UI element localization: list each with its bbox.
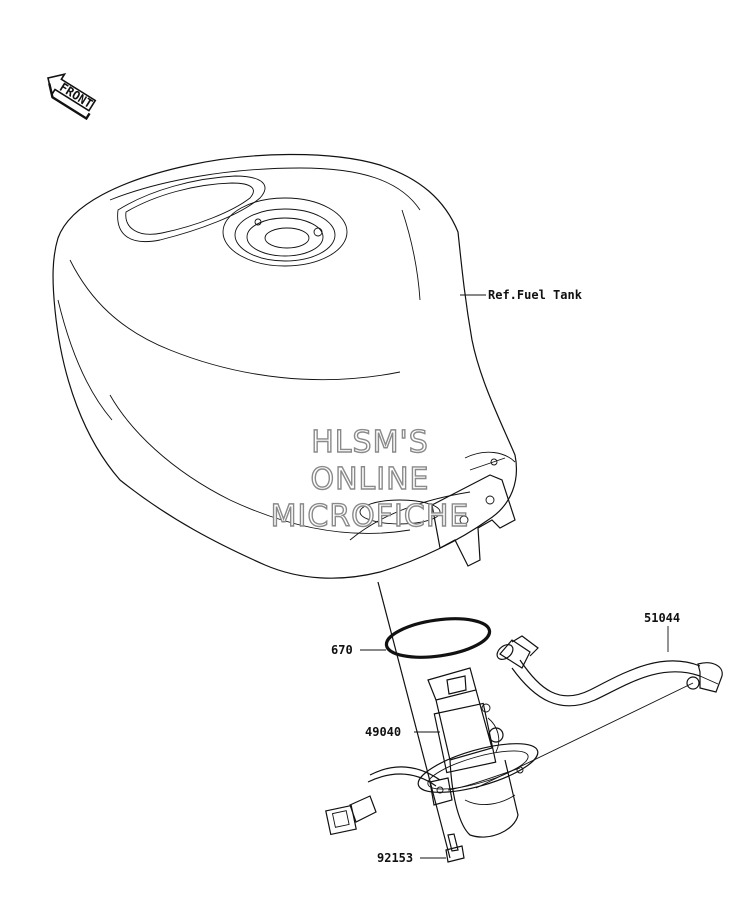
label-670: 670 [331,643,353,657]
label-ref-fuel-tank: Ref.Fuel Tank [488,288,583,302]
o-ring-670 [384,617,492,659]
center-line [377,581,451,859]
pump-connector [325,766,441,836]
label-49040: 49040 [365,725,401,739]
bolt-92153 [445,833,465,863]
watermark-line-2: ONLINE [310,462,429,497]
hose-pointer-line [475,682,694,789]
label-51044: 51044 [644,611,680,625]
watermark-line-1: HLSM'S [311,425,429,460]
front-arrow-label: FRONT [57,80,95,111]
fuel-hose-51044 [496,635,723,707]
watermark: HLSM'S ONLINE MICROFICHE [270,424,470,534]
fuel-tank [52,153,517,579]
fuel-pump-49040 [417,667,539,838]
label-92153: 92153 [377,851,413,865]
watermark-line-3: MICROFICHE [271,499,470,534]
front-arrow-icon: FRONT [47,72,97,121]
